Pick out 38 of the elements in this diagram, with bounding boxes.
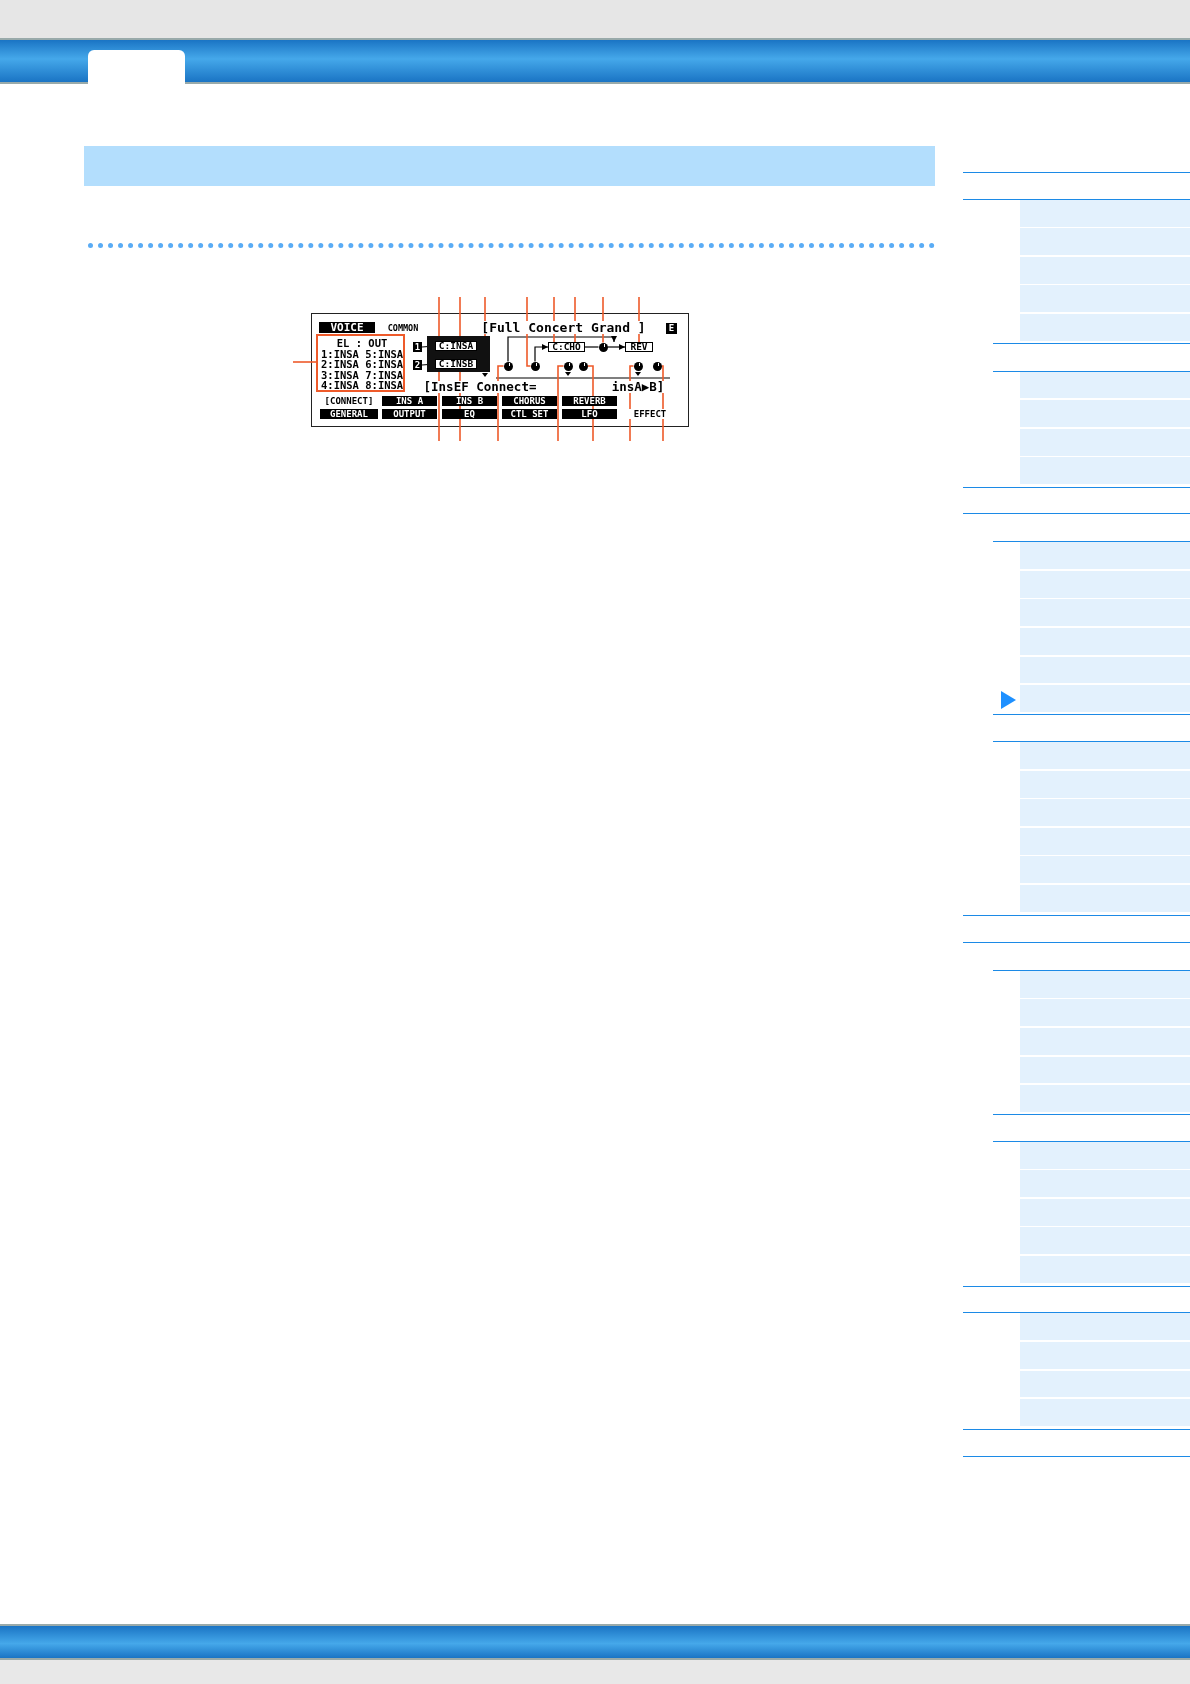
tab-label: CHORUS [502,396,557,406]
heading-band [84,146,935,186]
signal-line [606,344,626,350]
effect-block: C:INSB [435,359,477,369]
leader-line [292,361,317,363]
tab-label: LFO [562,409,617,419]
knob-icon [563,361,573,371]
signal-line [507,336,617,363]
signal-line [584,346,600,348]
screen-title: VOICE [319,322,375,333]
list-row-text: EL : OUT [335,338,389,349]
effect-block: REV [625,342,653,352]
tab-label: CTL SET [502,409,557,419]
knob-icon [598,342,608,352]
part-number: 2 [413,360,422,370]
list-row: 2:INSA 6:INSA [321,359,403,370]
element-output-list [316,334,405,392]
knob-icon [633,361,643,371]
tab-label: INS B [442,396,497,406]
list-row: 4:INSA 8:INSA [321,380,403,391]
list-row: 1:INSA 5:INSA [321,348,403,360]
knob-icon [578,361,588,371]
tab-label: GENERAL [320,409,378,419]
mode-indicator: E [666,323,677,334]
insertion-effect-block [427,336,490,372]
tab-label: OUTPUT [382,409,437,419]
knob-icon [503,361,513,371]
signal-line [534,344,549,363]
knob-icon [530,361,540,371]
tab-label: INS A [382,396,437,406]
part-number: 1 [413,342,422,352]
tab-label: REVERB [562,396,617,406]
tab-label: EQ [442,409,497,419]
effect-block: C:CHO [548,342,585,352]
list-row: 3:INSA 7:INSA [321,369,403,381]
knob-icon [652,361,662,371]
leader-line [557,365,565,442]
effect-block: C:INSA [435,341,477,351]
